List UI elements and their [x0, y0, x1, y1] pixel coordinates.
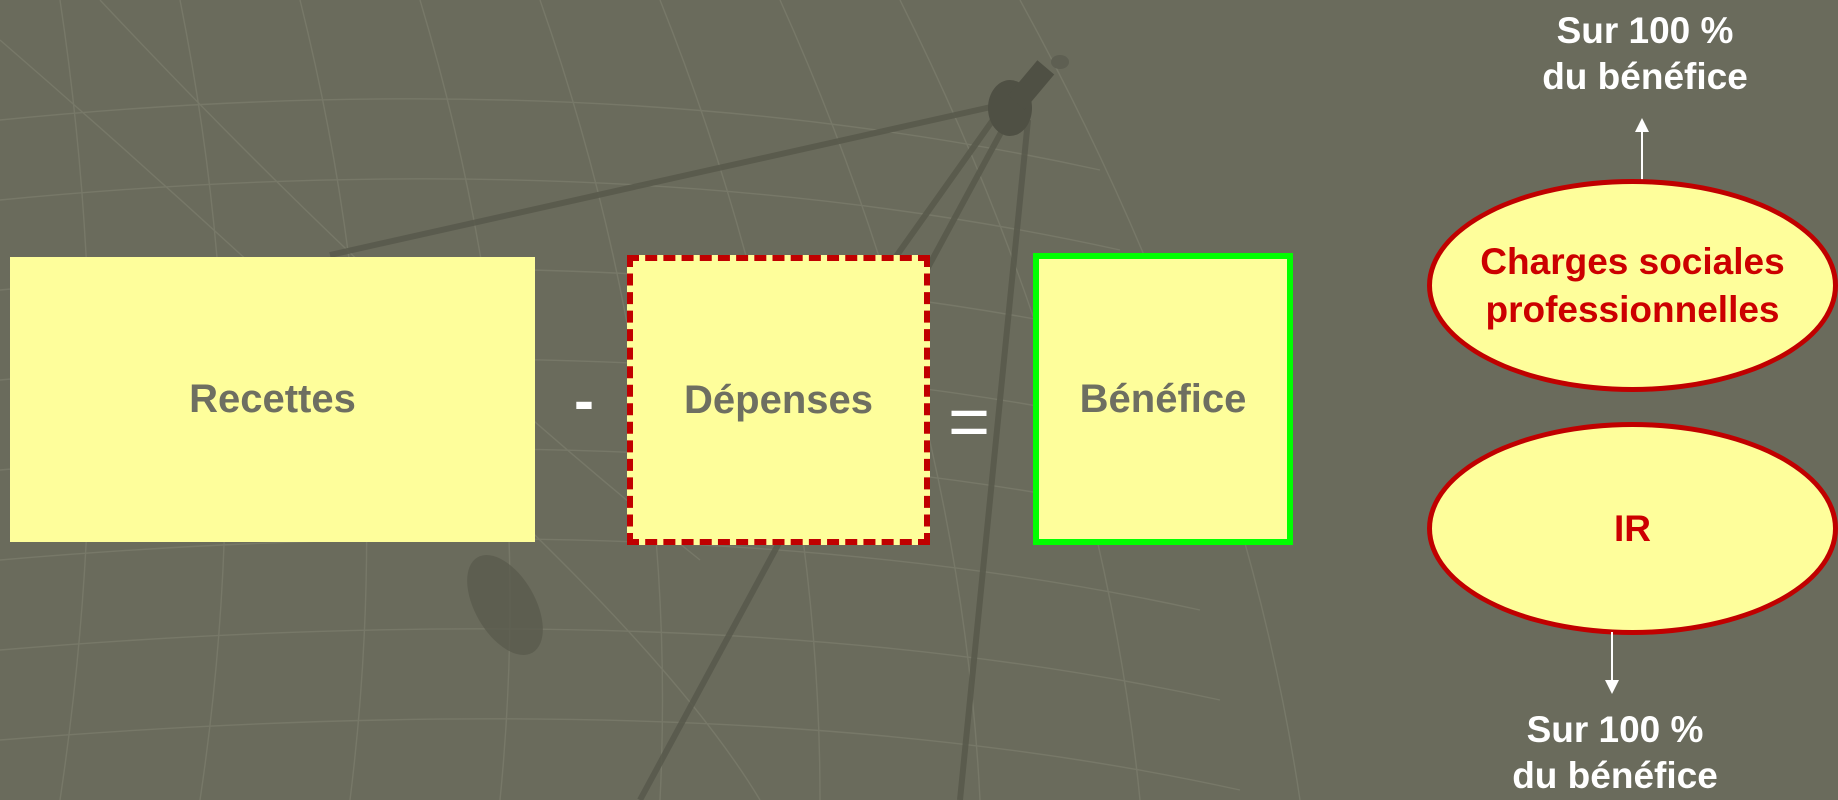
- arrow-up-icon: [1635, 118, 1649, 184]
- recettes-box: Recettes: [10, 257, 535, 542]
- benefice-label: Bénéfice: [1079, 376, 1247, 421]
- depenses-label: Dépenses: [684, 377, 873, 422]
- ir-label: IR: [1614, 507, 1651, 549]
- equals-operator: =: [948, 382, 991, 462]
- minus-operator: -: [574, 367, 594, 434]
- depenses-box: Dépenses: [627, 255, 930, 545]
- arrow-down-icon: [1605, 632, 1619, 694]
- benefice-box: Bénéfice: [1033, 253, 1293, 545]
- dish-feed-icon: [988, 55, 1069, 136]
- charges-sociales-ellipse: Charges sociales professionnelles: [1427, 179, 1838, 392]
- charges-sociales-label: Charges sociales professionnelles: [1480, 241, 1785, 330]
- bottom-caption: Sur 100 % du bénéfice: [1512, 709, 1718, 797]
- ir-ellipse: IR: [1427, 422, 1838, 635]
- top-caption: Sur 100 % du bénéfice: [1542, 10, 1748, 98]
- recettes-label: Recettes: [189, 377, 356, 421]
